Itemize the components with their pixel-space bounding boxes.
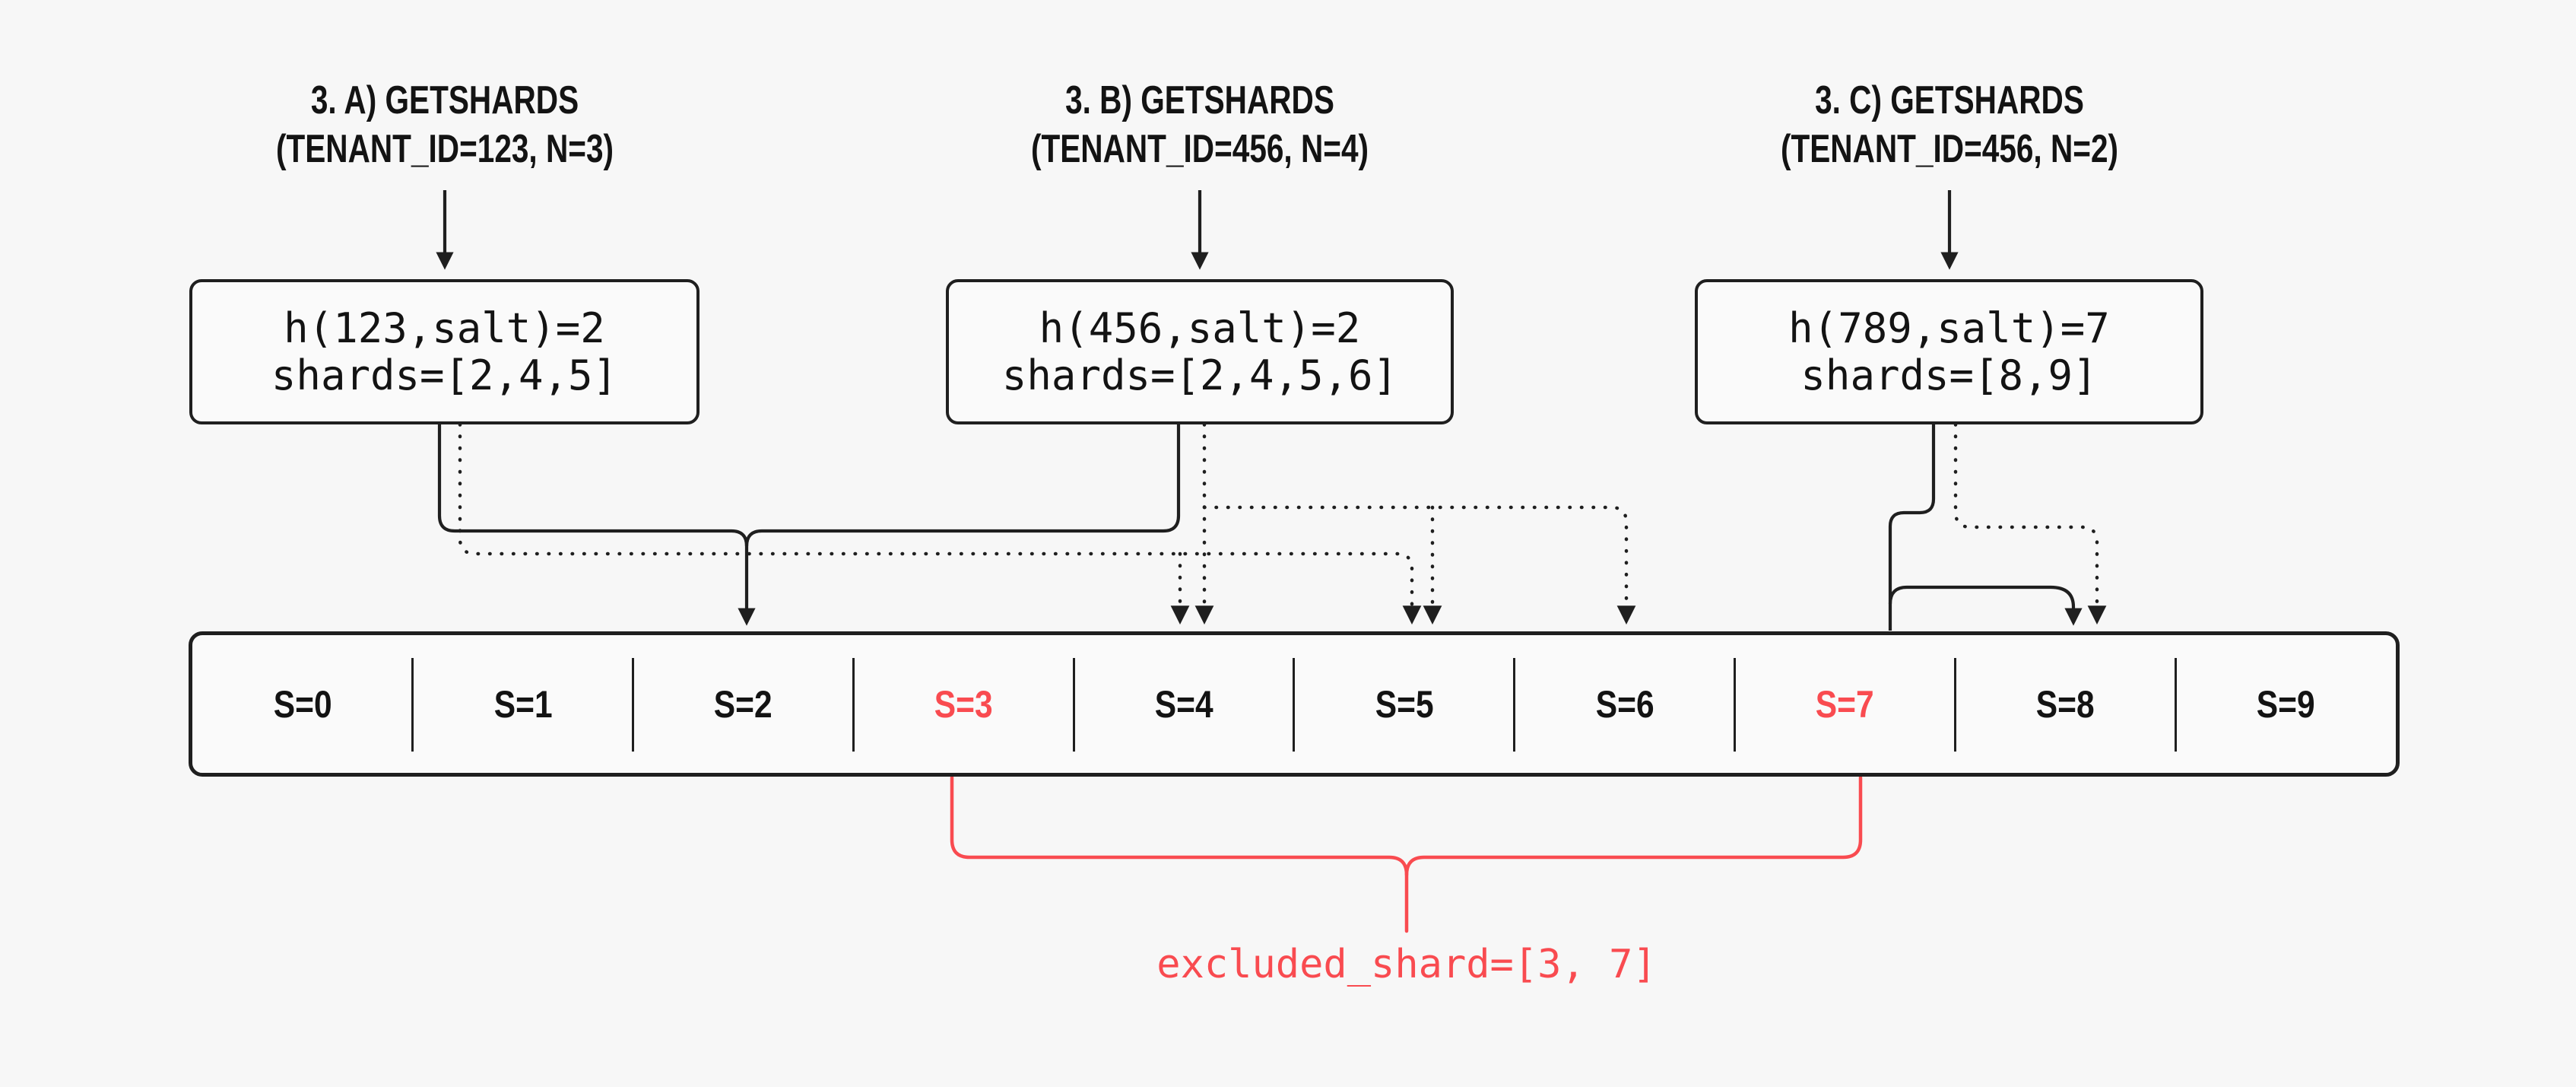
shard-cell-s4: S=4	[1074, 635, 1296, 773]
wire-dotted-c-to-s8	[1953, 422, 2107, 625]
shard-cell-s3: S=3	[853, 635, 1075, 773]
call-a-shards-line: shards=[2,4,5]	[271, 351, 618, 399]
wire-dotted-a-to-s5	[458, 422, 1422, 625]
cell-divider	[411, 658, 414, 752]
call-b-title-line1: 3. B) GETSHARDS	[1065, 78, 1334, 122]
call-b-header: 3. B) GETSHARDS (TENANT_ID=456, N=4)	[933, 76, 1467, 173]
wire-solid-c-to-s7-touch	[1888, 424, 1936, 631]
call-b-hash-line: h(456,salt)=2	[1039, 304, 1361, 352]
wire-solid-c-bounce-to-s8	[1888, 585, 2083, 626]
shard-cell-s8: S=8	[1955, 635, 2177, 773]
shard-cell-s2: S=2	[633, 635, 855, 773]
shard-cell-label: S=2	[714, 682, 772, 726]
cell-divider	[852, 658, 855, 752]
shard-cell-s0: S=0	[192, 635, 414, 773]
excluded-shard-label: excluded_shard=[3, 7]	[1156, 942, 1657, 987]
call-a-hash-box: h(123,salt)=2 shards=[2,4,5]	[189, 279, 700, 424]
shard-cell-s6: S=6	[1515, 635, 1737, 773]
cell-divider	[1293, 658, 1296, 752]
shard-cell-s5: S=5	[1294, 635, 1516, 773]
wire-solid-a-to-s2	[437, 424, 756, 626]
call-a-header: 3. A) GETSHARDS (TENANT_ID=123, N=3)	[178, 76, 712, 173]
shard-cell-label: S=0	[273, 682, 332, 726]
call-b-hash-box: h(456,salt)=2 shards=[2,4,5,6]	[946, 279, 1454, 424]
call-c-title-line1: 3. C) GETSHARDS	[1815, 78, 2084, 122]
call-b-title-line2: (TENANT_ID=456, N=4)	[1030, 127, 1369, 171]
shard-array: S=0 S=1 S=2 S=3 S=4 S=5 S=6 S=7	[189, 631, 2400, 777]
call-a-title-line2: (TENANT_ID=123, N=3)	[275, 127, 614, 171]
shard-cell-s1: S=1	[413, 635, 635, 773]
shard-cell-label: S=5	[1375, 682, 1434, 726]
cell-divider	[2174, 658, 2177, 752]
call-a-title-line1: 3. A) GETSHARDS	[310, 78, 579, 122]
shard-cell-label: S=4	[1154, 682, 1213, 726]
call-c-header: 3. C) GETSHARDS (TENANT_ID=456, N=2)	[1683, 76, 2216, 173]
shard-cell-label: S=3	[934, 682, 993, 726]
cell-divider	[1513, 658, 1516, 752]
excluded-bracket-right	[1404, 775, 1863, 877]
call-c-hash-line: h(789,salt)=7	[1788, 304, 2110, 352]
wire-dotted-b-branch-to-s6	[1202, 505, 1636, 625]
call-c-hash-box: h(789,salt)=7 shards=[8,9]	[1695, 279, 2203, 424]
shard-cell-s7: S=7	[1735, 635, 1956, 773]
cell-divider	[1953, 658, 1956, 752]
shard-cell-label: S=9	[2256, 682, 2315, 726]
shard-cell-label: S=1	[493, 682, 553, 726]
shard-cell-s9: S=9	[2175, 635, 2396, 773]
cell-divider	[1072, 658, 1075, 752]
shard-cell-label: S=6	[1595, 682, 1654, 726]
shard-cell-label: S=7	[1816, 682, 1874, 726]
call-c-shards-line: shards=[8,9]	[1800, 351, 2098, 399]
shard-cell-label: S=8	[2035, 682, 2095, 726]
wire-solid-b-to-s2-merge	[744, 424, 1181, 547]
cell-divider	[632, 658, 635, 752]
call-a-hash-line: h(123,salt)=2	[284, 304, 605, 352]
excluded-bracket-left	[950, 775, 1409, 933]
call-c-title-line2: (TENANT_ID=456, N=2)	[1780, 127, 2119, 171]
call-b-shards-line: shards=[2,4,5,6]	[1001, 351, 1398, 399]
cell-divider	[1734, 658, 1737, 752]
